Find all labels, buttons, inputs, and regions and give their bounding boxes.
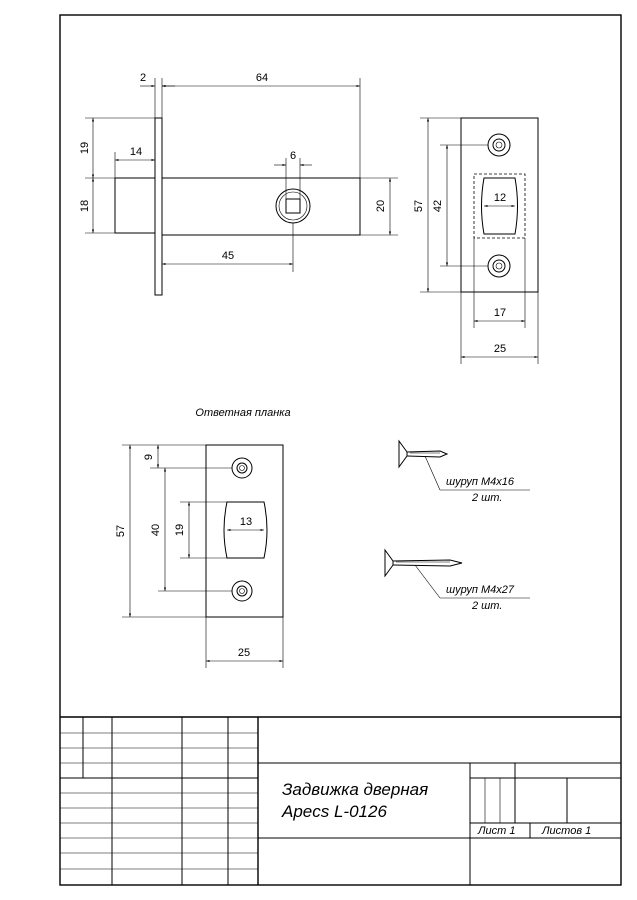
sheets-total-label: Листов 1 bbox=[541, 825, 591, 837]
dim-square: 6 bbox=[290, 150, 296, 162]
spindle-square bbox=[285, 198, 301, 214]
latch-front-view: 12 57 42 17 25 bbox=[413, 117, 539, 364]
dim-upper-height: 19 bbox=[79, 142, 91, 154]
bolt-side bbox=[114, 177, 156, 234]
strike-plate-view: 13 9 57 40 19 25 bbox=[115, 444, 284, 668]
strike-opening bbox=[223, 501, 268, 559]
drawing-title-line2: Apecs L-0126 bbox=[281, 802, 387, 821]
screw-long-qty: 2 шт. bbox=[471, 600, 502, 612]
screw-hole-bottom bbox=[487, 254, 511, 278]
faceplate-front bbox=[460, 117, 539, 293]
dim-strike-plate-width: 25 bbox=[238, 647, 250, 659]
screw-short: шуруп М4х16 2 шт. bbox=[398, 439, 530, 504]
screw-hole-top bbox=[487, 133, 511, 157]
title-block: Задвижка дверная Apecs L-0126 Лист 1 Лис… bbox=[60, 716, 621, 885]
drawing-title-line1: Задвижка дверная bbox=[282, 780, 428, 799]
sheet-number-label: Лист 1 bbox=[477, 825, 516, 837]
dim-strike-plate-height: 57 bbox=[115, 525, 127, 537]
screw-long: шуруп М4х27 2 шт. bbox=[384, 548, 530, 612]
dim-hole-spacing: 42 bbox=[432, 200, 444, 212]
dim-spindle-offset: 45 bbox=[222, 250, 234, 262]
screw-short-qty: 2 шт. bbox=[471, 492, 502, 504]
bolt-profile bbox=[481, 177, 518, 235]
dim-backset: 64 bbox=[256, 72, 268, 84]
dim-opening-height: 19 bbox=[174, 524, 186, 536]
faceplate-side bbox=[154, 117, 163, 296]
strike-plate bbox=[205, 444, 284, 618]
dim-faceplate-thickness: 2 bbox=[140, 72, 146, 84]
strike-plate-caption: Ответная планка bbox=[195, 407, 290, 419]
dim-cutout-width: 17 bbox=[494, 307, 506, 319]
latch-body-side bbox=[161, 177, 361, 236]
dim-bolt-length: 14 bbox=[130, 146, 142, 158]
strike-hole-bottom bbox=[231, 580, 253, 602]
dim-bolt-width: 12 bbox=[494, 192, 506, 204]
dim-front-plate-height: 57 bbox=[413, 200, 425, 212]
latch-side-view: 2 64 19 18 14 6 20 45 bbox=[79, 72, 398, 296]
dim-front-plate-width: 25 bbox=[494, 343, 506, 355]
strike-hole-top bbox=[231, 457, 253, 479]
bolt-cutout-dashed bbox=[473, 173, 526, 239]
dim-bolt-height: 18 bbox=[79, 200, 91, 212]
spindle-hole bbox=[275, 188, 311, 224]
drawing-frame bbox=[59, 14, 622, 886]
dim-hole-offset: 9 bbox=[143, 454, 155, 460]
screw-short-label: шуруп М4х16 bbox=[446, 476, 515, 488]
screw-long-label: шуруп М4х27 bbox=[446, 584, 515, 596]
dim-strike-hole-spacing: 40 bbox=[150, 524, 162, 536]
dim-opening-width: 13 bbox=[240, 516, 252, 528]
dim-body-height: 20 bbox=[375, 200, 387, 212]
